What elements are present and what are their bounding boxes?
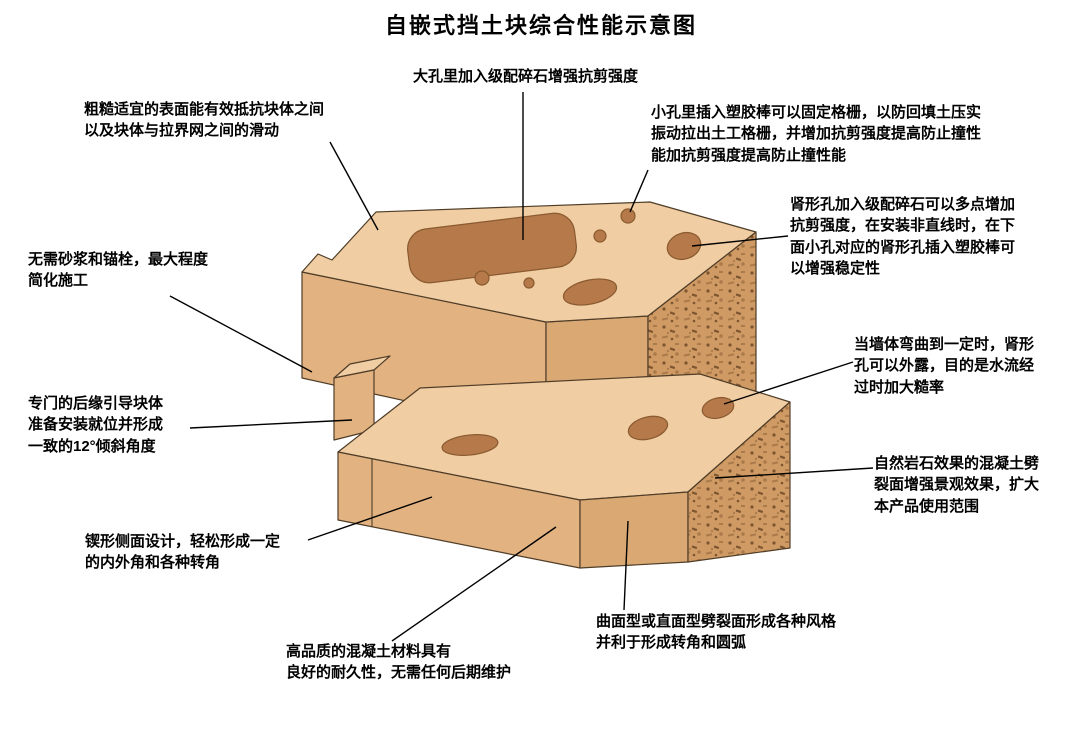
callout-wedge-side: 锲形侧面设计，轻松形成一定 的内外角和各种转角 <box>85 533 281 572</box>
small-hole-2 <box>593 229 607 243</box>
leader-rock-effect <box>714 467 874 479</box>
lower-block-split-face <box>687 401 791 563</box>
leader-rear-edge <box>189 419 353 429</box>
callout-split-face: 曲面型或直面型劈裂面形成各种风格 并利于形成转角和圆弧 <box>596 613 837 652</box>
leader-rough-surface <box>329 141 379 231</box>
leader-lines <box>169 92 874 642</box>
lower-block-front-right-face <box>579 491 689 569</box>
leader-wall-bend <box>723 361 854 405</box>
oval-hole <box>562 278 618 306</box>
callout-kidney-hole: 肾形孔加入级配碎石可以多点增加 抗剪强度，在安装非直线时，在下 面小孔对应的肾形… <box>790 196 1016 277</box>
lower-big-hole-partial <box>441 434 499 456</box>
callout-quality: 高品质的混凝土材料具有 良好的耐久性，无需任何后期维护 <box>286 643 512 682</box>
callout-big-hole: 大孔里加入级配碎石增强抗剪强度 <box>413 68 639 85</box>
small-hole-3 <box>474 270 490 286</box>
lower-block <box>333 355 791 569</box>
leader-wedge-side <box>307 496 433 541</box>
diagram-title: 自嵌式挡土块综合性能示意图 <box>384 13 697 38</box>
callout-wall-bend: 当墙体弯曲到一定时，肾形 孔可以外露，目的是水流经 过时加大糙率 <box>854 336 1035 396</box>
kidney-hole-upper <box>666 231 702 261</box>
leader-no-mortar <box>169 295 313 373</box>
callout-no-mortar: 无需砂浆和锚栓，最大程度 简化施工 <box>28 251 209 290</box>
small-hole-4 <box>523 277 535 289</box>
big-hole <box>407 212 577 284</box>
callout-rough-surface: 粗糙适宜的表面能有效抵抗块体之间 以及块体与拉界网之间的滑动 <box>84 101 325 140</box>
callout-small-hole: 小孔里插入塑胶棒可以固定格栅，以防回填土压实 振动拉出土工格栅，并增加抗剪强度提… <box>651 104 982 164</box>
leader-small-hole <box>629 169 649 213</box>
callout-rock-effect: 自然岩石效果的混凝土劈 裂面增强景观效果，扩大 本产品使用范围 <box>874 455 1040 515</box>
callout-rear-edge: 专门的后缘引导块体 准备安装就位并形成 一致的12°倾斜角度 <box>28 395 164 455</box>
small-hole-1 <box>620 208 636 224</box>
leader-quality <box>391 526 557 642</box>
kidney-hole-lower-1 <box>627 415 669 441</box>
leader-split-face <box>623 520 629 611</box>
leader-kidney-hole <box>691 235 789 247</box>
